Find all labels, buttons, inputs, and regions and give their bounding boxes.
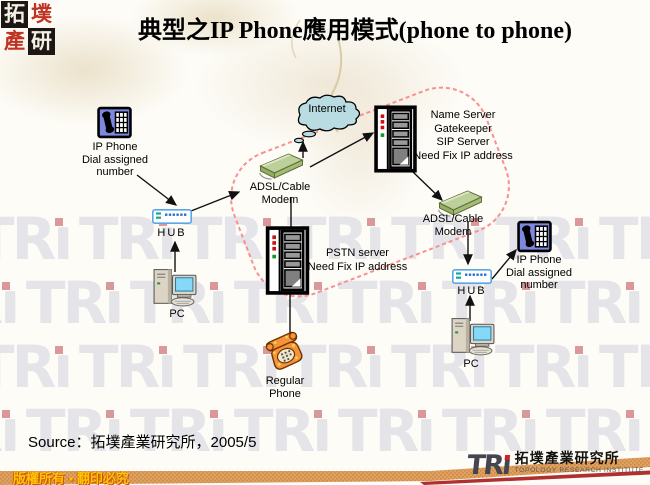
internet-cloud-icon <box>293 94 361 144</box>
page-title: 典型之IP Phone應用模式(phone to phone) <box>137 18 573 44</box>
internet-label: Internet <box>308 103 346 115</box>
dial-note-line2: number <box>96 166 134 178</box>
pc-icon <box>153 269 197 307</box>
adsl-modem-label: ADSL/Cable Modem <box>244 181 316 206</box>
sip-server-label: SIP Server <box>436 136 490 148</box>
adsl-label-line1: ADSL/Cable <box>249 181 311 193</box>
watermark-tile: TRı <box>130 397 228 465</box>
regular-phone-label: Regular Phone <box>249 375 321 400</box>
dial-note-line1: Dial assigned <box>81 153 149 166</box>
seal-char: 研 <box>28 28 55 55</box>
watermark-tile: TRı <box>26 269 124 337</box>
ip-phone-title: IP Phone <box>92 141 138 153</box>
pc-icon <box>451 318 495 356</box>
pstn-title: PSTN server <box>326 247 389 259</box>
source-text: Source：拓墣產業研究所，2005/5 <box>28 434 257 451</box>
server-label: Name Server Gatekeeper SIP Server Need F… <box>404 109 522 163</box>
ip-phone-icon <box>517 220 552 253</box>
company-seal-logo: 拓 墣 產 研 <box>1 1 55 55</box>
seal-char: 拓 <box>1 1 28 28</box>
watermark-tile: TRı <box>0 397 20 465</box>
hub-label: HUB <box>457 285 487 297</box>
pstn-server-label: PSTN server Need Fix IP address <box>300 246 415 274</box>
regular-phone-line2: Phone <box>269 387 301 400</box>
need-fix-ip-label: Need Fix IP address <box>307 261 408 273</box>
watermark-tile: TRı <box>79 205 177 273</box>
ip-phone-title: IP Phone <box>516 254 562 266</box>
watermark-tile: TRı <box>495 333 593 401</box>
regular-phone-icon <box>265 331 303 370</box>
org-name-en: TOPOLOGY RESEARCH INSTITUTE <box>514 467 644 474</box>
adsl-modem-icon <box>437 190 483 217</box>
pstn-server-icon <box>265 226 310 295</box>
hub-icon <box>152 209 192 224</box>
seal-char: 產 <box>4 29 25 53</box>
copyright-text: 版權所有 ▪ 翻印必究 <box>13 471 129 485</box>
adsl-modem-label: ADSL/Cable Modem <box>417 213 489 238</box>
adsl-modem-icon <box>258 153 304 180</box>
dial-note-line1: Dial assigned <box>505 266 573 279</box>
adsl-label-line2: Modem <box>261 193 299 206</box>
watermark-tile: TRı <box>442 397 540 465</box>
watermark-tile: TRı <box>0 333 73 401</box>
need-fix-ip-label: Need Fix IP address <box>413 149 513 162</box>
dial-note-line2: number <box>520 279 558 291</box>
pc-label: PC <box>463 358 479 370</box>
gatekeeper-label: Gatekeeper <box>434 122 492 135</box>
watermark-tile: TRı <box>338 269 436 337</box>
ip-phone-label: IP Phone Dial assigned number <box>501 254 577 292</box>
watermark-tile: TRı <box>26 397 124 465</box>
watermark-tile: TRı <box>391 333 489 401</box>
ip-phone-label: IP Phone Dial assigned number <box>77 141 153 179</box>
watermark-tile: TRı <box>0 269 20 337</box>
adsl-label-line2: Modem <box>434 225 472 238</box>
tri-wordmark: TRı <box>465 450 512 481</box>
org-name-cn: 拓墣產業研究所 <box>514 452 620 467</box>
hub-label: HUB <box>157 227 187 239</box>
regular-phone-line1: Regular <box>265 375 305 387</box>
tri-logo: TRı 拓墣產業研究所 TOPOLOGY RESEARCH INSTITUTE <box>465 450 644 481</box>
seal-char: 墣 <box>31 2 52 26</box>
watermark-tile: TRı <box>287 333 385 401</box>
pc-label: PC <box>169 308 185 320</box>
ip-phone-icon <box>97 106 132 139</box>
server-icon <box>374 105 417 173</box>
watermark-tile: TRı <box>338 397 436 465</box>
footer-band <box>0 457 650 485</box>
watermark-tile: TRı <box>546 397 644 465</box>
watermark-tile: TRı <box>0 205 73 273</box>
hub-icon <box>452 269 492 284</box>
name-server-label: Name Server <box>430 109 496 121</box>
watermark-tile: TRı <box>234 397 332 465</box>
watermark-tile: TRı <box>599 333 650 401</box>
adsl-label-line1: ADSL/Cable <box>422 213 484 225</box>
watermark-tile: TRı <box>79 333 177 401</box>
watermark-tile: TRı <box>546 269 644 337</box>
watermark-tile: TRı <box>599 205 650 273</box>
